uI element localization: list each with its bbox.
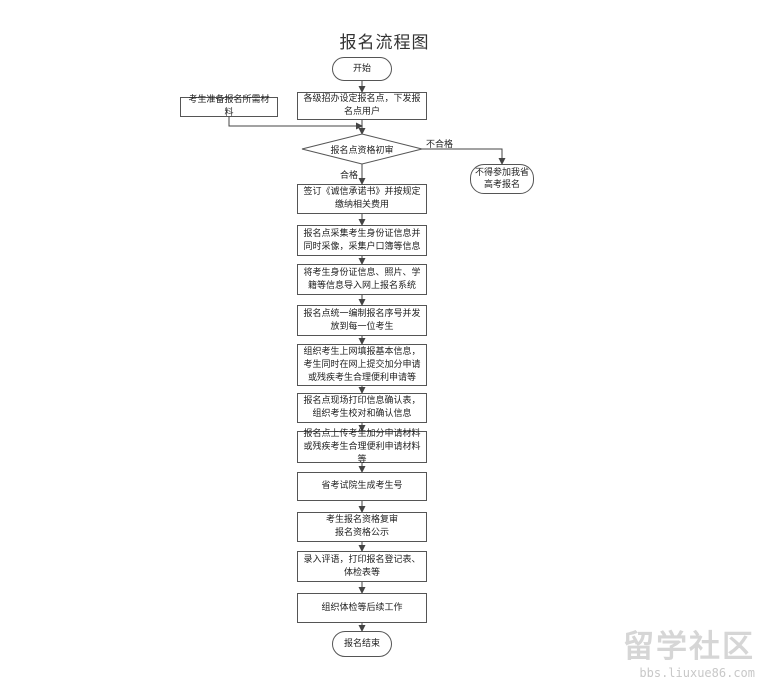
step-8-box: 报名点上传考生加分申请材料或残疾考生合理便利申请材料等 (297, 429, 427, 465)
step-10-box: 考生报名资格复审 报名资格公示 (297, 512, 427, 542)
step-9-label: 省考试院生成考生号 (321, 481, 403, 491)
fail-edge-label: 不合格 (426, 140, 454, 150)
step-10-label: 考生报名资格复审 报名资格公示 (325, 515, 398, 538)
step-5-box: 报名点统一编制报名序号并发放到每一位考生 (297, 305, 427, 336)
fail-result-node: 不得参加我省高考报名 (470, 164, 534, 194)
fail-result-label: 不得参加我省高考报名 (475, 168, 530, 190)
decision-label: 报名点资格初审 (330, 146, 394, 156)
step-4-label: 将考生身份证信息、照片、学籍等信息导入网上报名系统 (303, 267, 421, 291)
diagram-title: 报名流程图 (339, 33, 430, 53)
watermark-brand: 留学社区 (623, 629, 755, 665)
step-3-label: 报名点采集考生身份证信息并同时采像，采集户口簿等信息 (303, 228, 421, 252)
end-node: 报名结束 (332, 631, 392, 657)
step-1-box: 各级招办设定报名点，下发报名点用户 (297, 92, 427, 120)
step-7-box: 报名点现场打印信息确认表，组织考生校对和确认信息 (297, 393, 427, 423)
step-11-box: 录入评语，打印报名登记表、体检表等 (297, 551, 427, 582)
start-node: 开始 (332, 57, 392, 81)
step-4-box: 将考生身份证信息、照片、学籍等信息导入网上报名系统 (297, 264, 427, 295)
step-12-label: 组织体检等后续工作 (321, 602, 403, 613)
decision-diamond (301, 133, 423, 165)
watermark-url: bbs.liuxue86.com (639, 666, 755, 680)
edge-decision-fail (422, 148, 506, 165)
pass-edge-label: 合格 (340, 171, 359, 181)
materials-box: 考生准备报名所需材料 (180, 95, 278, 118)
edge-materials-main (228, 117, 363, 130)
step-11-label: 录入评语，打印报名登记表、体检表等 (303, 554, 421, 578)
step-9-box: 省考试院生成考生号 (297, 472, 427, 501)
step-2-label: 签订《诚信承诺书》并按规定缴纳相关费用 (303, 187, 421, 210)
step-6-box: 组织考生上网填报基本信息，考生同时在网上提交加分申请或残疾考生合理便利申请等 (297, 344, 427, 386)
watermark: 留学社区 bbs.liuxue86.com (623, 621, 755, 680)
end-label: 报名结束 (343, 638, 380, 649)
step-1-label: 各级招办设定报名点，下发报名点用户 (303, 94, 421, 117)
step-7-label: 报名点现场打印信息确认表，组织考生校对和确认信息 (303, 396, 421, 419)
step-5-label: 报名点统一编制报名序号并发放到每一位考生 (303, 308, 421, 332)
step-12-box: 组织体检等后续工作 (297, 593, 427, 623)
start-label: 开始 (352, 63, 371, 74)
step-6-label: 组织考生上网填报基本信息，考生同时在网上提交加分申请或残疾考生合理便利申请等 (303, 346, 421, 383)
step-8-label: 报名点上传考生加分申请材料或残疾考生合理便利申请材料等 (303, 428, 421, 465)
step-2-box: 签订《诚信承诺书》并按规定缴纳相关费用 (297, 184, 427, 214)
step-3-box: 报名点采集考生身份证信息并同时采像，采集户口簿等信息 (297, 225, 427, 256)
materials-label: 考生准备报名所需材料 (188, 95, 270, 118)
